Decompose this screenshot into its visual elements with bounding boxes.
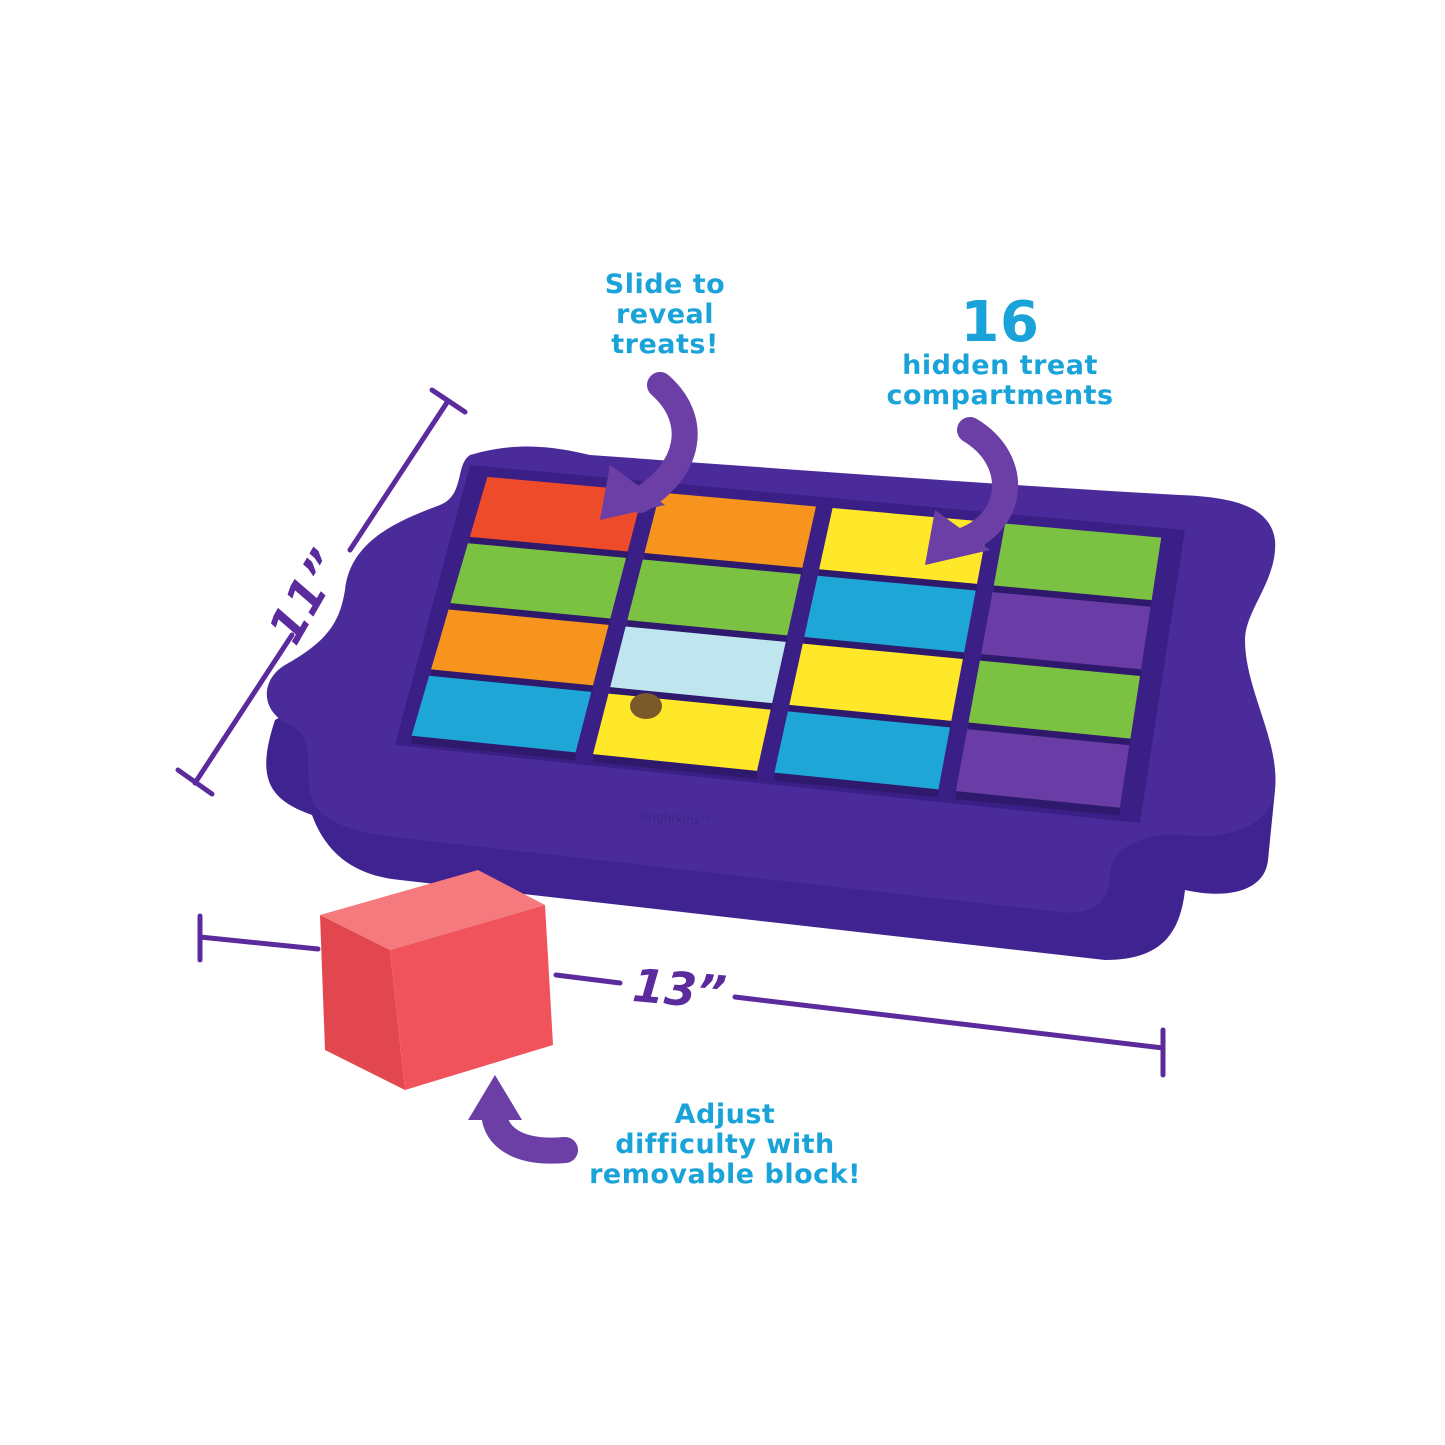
width-dimension-line [197,913,1166,1078]
sliding-tile-purple [981,592,1151,670]
callout-block-line: difficulty with [615,1129,835,1161]
arrow-slide-icon [627,372,698,513]
sliding-tile-red [469,476,644,552]
tile-edge-shadow [804,637,965,661]
treat-kibble [630,693,662,719]
callout-block-line: Adjust [674,1099,776,1130]
callout-compartments-line: hidden treat [902,350,1098,381]
sliding-tile-green [627,559,801,636]
width-dimension-label: 13” [630,958,728,1020]
sliding-tile-green [968,660,1140,739]
height-dimension-line [175,387,468,797]
sliding-tile-purple [955,729,1130,808]
callout-compartments: 16 hidden treat compartments [870,295,1130,411]
callout-slide-to-reveal: Slide to reveal treats! [580,269,750,361]
callout-removable-block: Adjust difficulty with removable block! [580,1099,870,1191]
callout-block-line: removable block! [589,1159,861,1191]
tile-edge-shadow [968,722,1131,747]
callout-slide-line: treats! [611,329,719,361]
callout-slide-line: reveal [615,299,714,331]
arrow-compartments-icon [952,417,1018,553]
sliding-tile-yellow [789,643,963,721]
tile-edge-shadow [789,704,952,729]
sliding-tile-blue [411,675,592,753]
sliding-tile-blue [804,575,976,653]
arrow-compartments-head [925,510,990,565]
tile-grid [411,476,1162,816]
tile-edge-shadow [774,772,939,798]
tile-edge-shadow [627,620,788,644]
tile-edge-shadow [819,569,977,592]
removable-block [320,870,553,1090]
sliding-tile-green [450,543,627,619]
tile-edge-shadow [644,553,803,576]
sliding-tile-orange [431,609,609,686]
tile-edge-shadow [593,754,758,779]
arrow-slide-head [600,465,665,520]
callout-slide-line: Slide to [604,269,726,300]
brand-logo: brightkins™ [640,809,713,828]
tile-edge-shadow [450,603,611,627]
sliding-tile-green [993,523,1162,601]
callout-compartments-line: compartments [886,380,1114,412]
sliding-tile-blue [774,711,951,790]
sliding-tile-orange [644,492,816,568]
tile-edge-shadow [610,687,773,712]
tile-edge-shadow [469,536,628,560]
tile-edge-shadow [411,735,576,761]
tile-edge-shadow [993,585,1152,609]
open-treat-compartment [610,626,786,704]
tile-edge-shadow [981,654,1142,678]
tile-edge-shadow [955,791,1120,816]
arrow-block-head [468,1075,522,1120]
tile-edge-shadow [431,669,593,694]
compartment-count: 16 [960,290,1040,355]
